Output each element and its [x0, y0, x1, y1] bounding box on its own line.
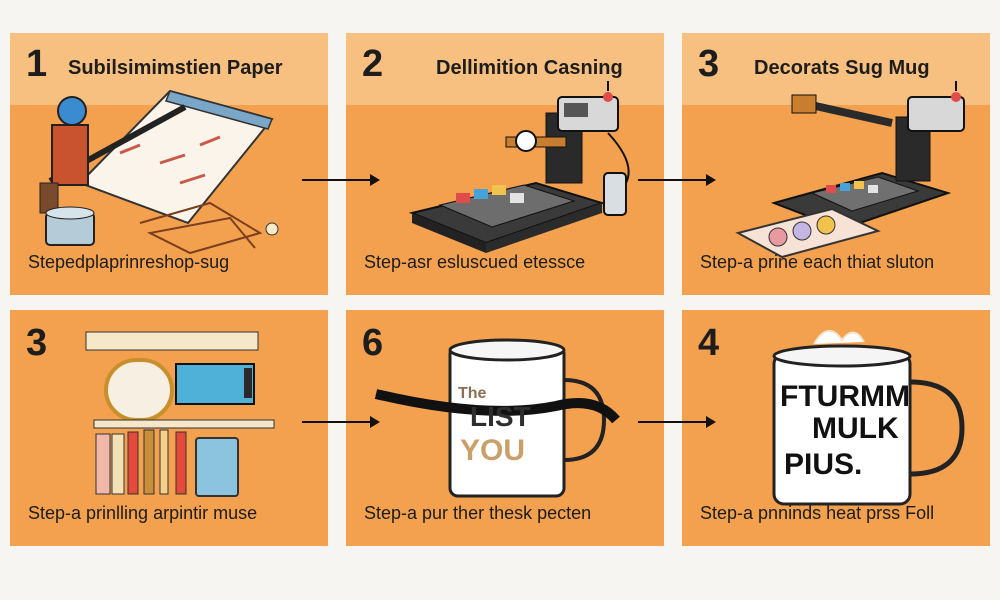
mug-text-line: PIUS. [784, 448, 862, 481]
worker-printing-icon [39, 89, 279, 255]
heat-press-prints-icon [735, 81, 965, 259]
step-caption: Step-a prine each thiat sluton [700, 252, 935, 272]
step-number: 3 [698, 43, 720, 85]
arrow-right-icon [638, 416, 716, 428]
step-number: 1 [26, 43, 48, 85]
step-caption: Step-a pnninds heat prss Foll [700, 503, 935, 523]
mug-text-line: MULK [812, 412, 899, 445]
step-caption: Step-a prinlling arpintir muse [28, 503, 258, 523]
step-title: Dellimition Casning [436, 57, 623, 79]
step-title: Decorats Sug Mug [754, 57, 930, 79]
mug-with-band-icon: The LIST YOU [374, 338, 620, 498]
mug-text-line: LIST [470, 401, 531, 432]
step-caption: Step-a pur ther thesk pecten [364, 503, 592, 523]
arrow-right-icon [302, 416, 380, 428]
arrow-right-icon [302, 174, 380, 186]
step-number: 2 [362, 43, 384, 85]
mug-text-line: The [458, 385, 487, 402]
step-number: 3 [26, 322, 48, 364]
mug-text-line: YOU [460, 434, 525, 467]
step-panel-6: 4 FTURMM MULK PIUS. Step-a pnninds heat … [682, 310, 990, 546]
printing-supplies-icon [85, 331, 275, 497]
step-header [682, 33, 990, 105]
step-caption: Step-asr esluscued etessce [364, 252, 586, 272]
mug-text-line: FTURMM [780, 380, 910, 413]
steaming-mug-icon: FTURMM MULK PIUS. [772, 330, 965, 506]
step-caption: Stepedplaprinreshop-sug [28, 252, 230, 272]
step-number: 4 [698, 322, 720, 364]
step-panel-5: 6 The LIST YOU Step-a pur ther thesk pec… [346, 310, 664, 546]
arrow-right-icon [638, 174, 716, 186]
step-number: 6 [362, 322, 384, 364]
step-title: Subilsimimstien Paper [68, 57, 283, 79]
heat-press-icon [408, 81, 630, 253]
step-panel-4: 3 Step-a prinlling arpintir muse [10, 310, 328, 546]
step-panel-2: 2 Dellimition Casning Step-asr esluscued… [346, 33, 664, 295]
step-panel-1: 1 Subilsimimstien Paper Stepedplaprinres… [10, 33, 328, 295]
step-panel-3: 3 Decorats Sug Mug Step-a prine each thi… [682, 33, 990, 295]
